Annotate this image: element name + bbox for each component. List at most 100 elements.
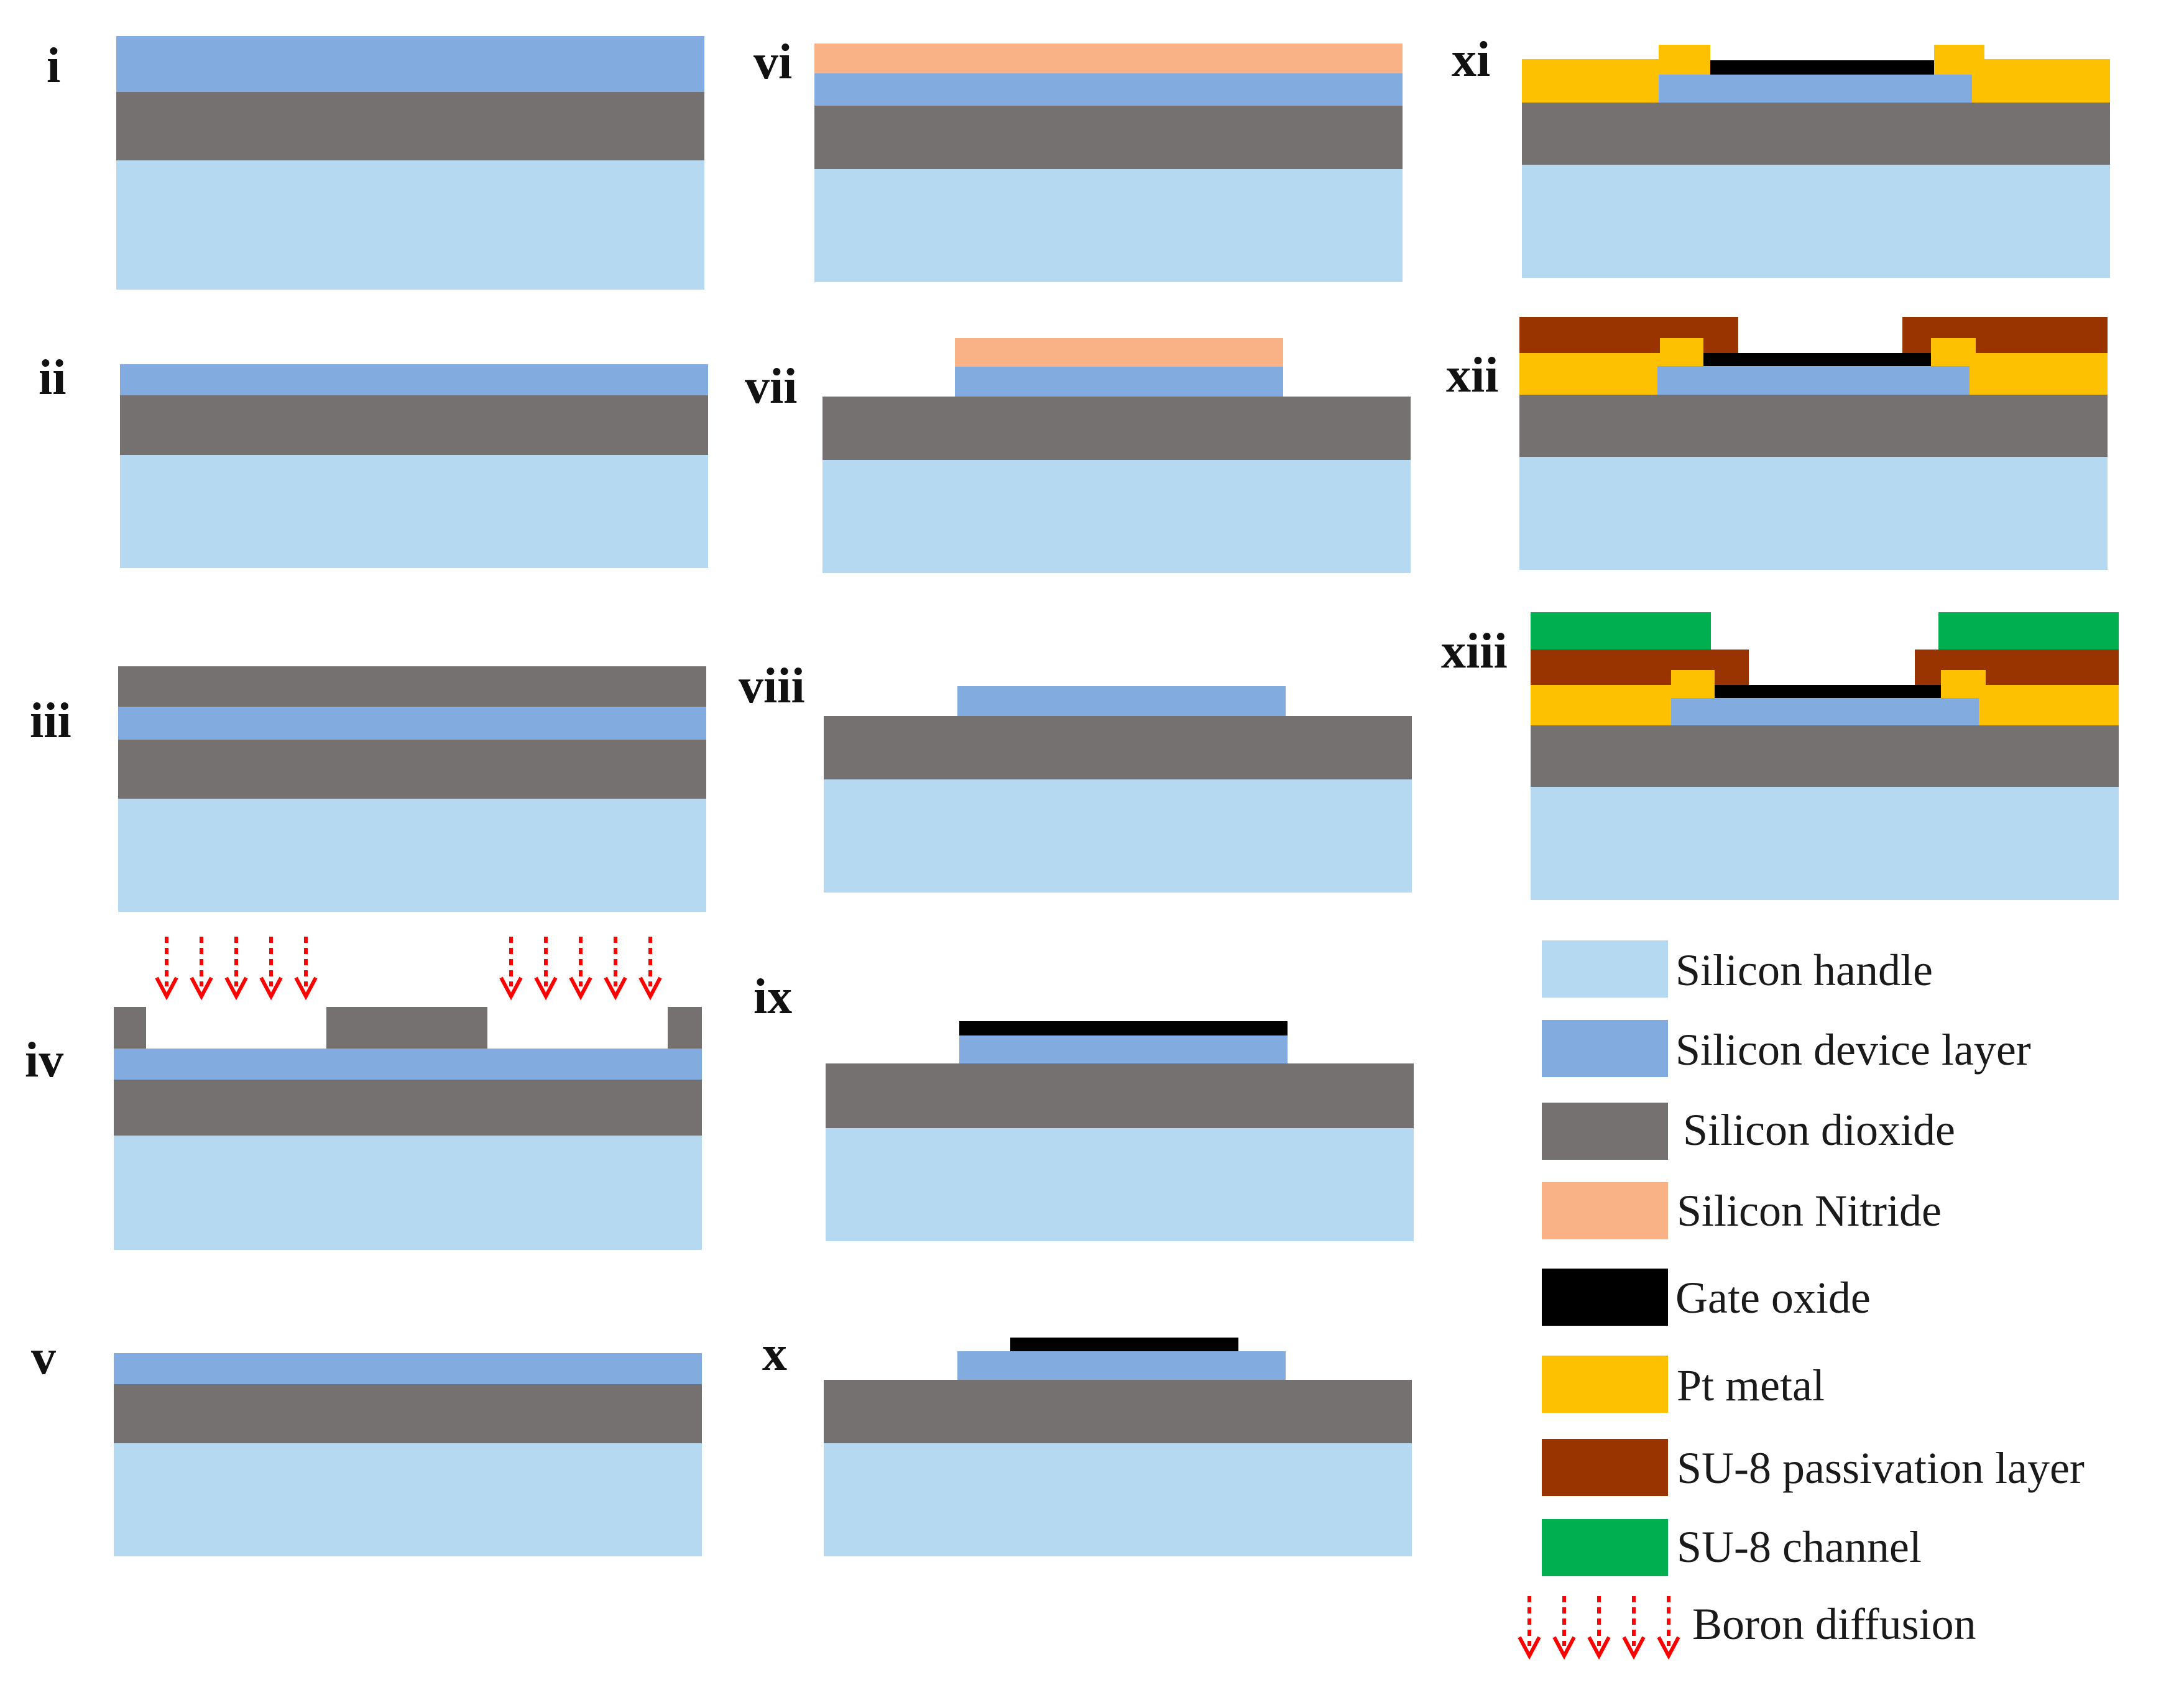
step-x: x (762, 1326, 1412, 1556)
step-viii: viii (739, 659, 1412, 893)
legend-label: Silicon device layer (1675, 1025, 2031, 1075)
silicon-device-layer (120, 364, 708, 395)
legend: Silicon handle Silicon device layer Sili… (1519, 940, 2085, 1656)
step-label-vii: vii (745, 359, 797, 414)
step-label-viii: viii (739, 659, 805, 714)
gate-oxide-layer (1710, 60, 1934, 75)
silicon-dioxide-layer (824, 1380, 1412, 1443)
boron-diffusion-arrows-icon (1519, 1596, 1679, 1656)
silicon-dioxide-layer (826, 1063, 1414, 1128)
silicon-device-layer (114, 1353, 702, 1384)
step-label-xii: xii (1446, 348, 1498, 403)
legend-label: SU-8 channel (1677, 1522, 1922, 1572)
silicon-nitride-layer (814, 44, 1403, 73)
silicon-handle-layer (822, 460, 1411, 573)
legend-item-silicon-dioxide: Silicon dioxide (1542, 1103, 1955, 1160)
legend-label: Silicon dioxide (1683, 1105, 1955, 1155)
silicon-dioxide-layer (1519, 395, 2108, 457)
boron-diffusion-arrows-icon (157, 937, 660, 996)
step-iv: iv (25, 937, 702, 1250)
silicon-device-mesa (1671, 698, 1979, 725)
pt-metal-layer (1522, 45, 2110, 103)
silicon-device-mesa (957, 1351, 1286, 1380)
su8-passivation-layer (1531, 650, 2119, 685)
silicon-handle-layer (1519, 457, 2108, 570)
step-label-x: x (762, 1326, 787, 1381)
silicon-device-mesa (1659, 75, 1972, 103)
su8-passivation-layer (1519, 317, 2108, 353)
legend-item-boron-diffusion: Boron diffusion (1519, 1596, 1976, 1656)
step-label-i: i (47, 39, 60, 93)
silicon-handle-layer (826, 1128, 1414, 1241)
silicon-handle-layer (114, 1443, 702, 1556)
step-vii: vii (745, 338, 1411, 573)
legend-swatch-gate-oxide (1542, 1269, 1668, 1326)
silicon-dioxide-layer (118, 740, 706, 799)
legend-swatch-silicon-dioxide (1542, 1103, 1668, 1160)
step-label-iii: iii (30, 694, 71, 748)
silicon-dioxide-mask-layer (118, 666, 706, 707)
legend-label: Pt metal (1677, 1361, 1825, 1410)
step-ii: ii (39, 351, 708, 568)
gate-oxide-layer (959, 1021, 1288, 1035)
silicon-dioxide-layer (822, 397, 1411, 460)
silicon-handle-layer (1522, 165, 2110, 278)
silicon-device-mesa (957, 686, 1286, 716)
silicon-handle-layer (116, 160, 704, 290)
legend-label: SU-8 passivation layer (1677, 1443, 2085, 1493)
step-vi: vi (753, 35, 1403, 282)
silicon-handle-layer (114, 1136, 702, 1250)
legend-swatch-silicon-device-layer (1542, 1020, 1668, 1077)
step-label-xiii: xiii (1441, 624, 1508, 679)
silicon-device-mesa (959, 1035, 1288, 1063)
silicon-dioxide-layer (814, 106, 1403, 169)
legend-item-silicon-nitride: Silicon Nitride (1542, 1182, 1942, 1239)
legend-item-gate-oxide: Gate oxide (1542, 1269, 1871, 1326)
step-label-iv: iv (25, 1033, 63, 1088)
step-xii: xii (1446, 317, 2108, 570)
silicon-dioxide-layer (116, 92, 704, 160)
gate-oxide-layer (1715, 685, 1941, 698)
legend-label: Silicon Nitride (1677, 1186, 1942, 1236)
silicon-device-mesa (1657, 366, 1970, 395)
legend-item-silicon-handle: Silicon handle (1542, 940, 1933, 998)
silicon-dioxide-layer (1531, 725, 2119, 787)
silicon-device-layer (814, 73, 1403, 106)
patterned-oxide-mask (114, 1007, 702, 1049)
legend-label: Silicon handle (1675, 945, 1933, 995)
silicon-handle-layer (814, 169, 1403, 282)
silicon-dioxide-layer (114, 1384, 702, 1443)
silicon-handle-layer (1531, 787, 2119, 900)
step-label-ii: ii (39, 351, 66, 405)
gate-oxide-layer (1703, 353, 1931, 366)
silicon-nitride-mask (955, 338, 1283, 367)
step-iii: iii (30, 666, 706, 912)
su8-channel-layer (1531, 612, 2119, 650)
step-xi: xi (1452, 32, 2110, 278)
silicon-handle-layer (120, 455, 708, 568)
step-i: i (47, 36, 704, 290)
step-v: v (31, 1330, 702, 1556)
silicon-device-layer (114, 1049, 702, 1080)
legend-swatch-su8-channel (1542, 1519, 1668, 1576)
silicon-dioxide-layer (1522, 103, 2110, 165)
step-label-ix: ix (753, 970, 792, 1024)
silicon-dioxide-layer (824, 716, 1412, 779)
silicon-handle-layer (824, 779, 1412, 893)
step-ix: ix (753, 970, 1414, 1241)
legend-item-pt-metal: Pt metal (1542, 1356, 1825, 1413)
step-label-vi: vi (753, 35, 792, 90)
silicon-dioxide-layer (120, 395, 708, 455)
pt-metal-layer (1531, 670, 2119, 725)
step-xiii: xiii (1441, 612, 2119, 900)
silicon-handle-layer (118, 799, 706, 912)
silicon-handle-layer (824, 1443, 1412, 1556)
legend-label: Boron diffusion (1692, 1599, 1976, 1649)
legend-item-silicon-device-layer: Silicon device layer (1542, 1020, 2031, 1077)
legend-swatch-silicon-nitride (1542, 1182, 1668, 1239)
legend-swatch-pt-metal (1542, 1356, 1668, 1413)
pt-metal-layer (1519, 338, 2108, 395)
step-label-xi: xi (1452, 32, 1490, 87)
legend-swatch-su8-passivation-layer (1542, 1439, 1668, 1496)
